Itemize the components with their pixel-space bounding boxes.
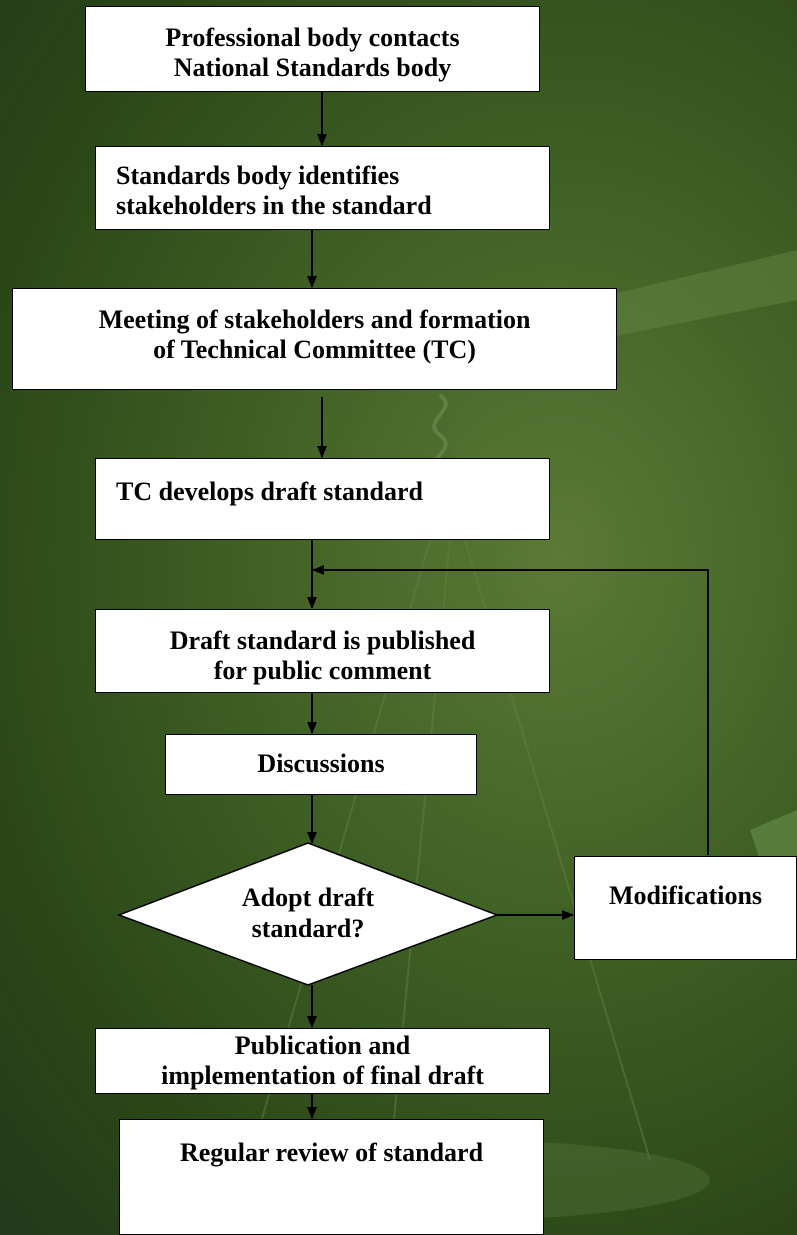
step-modifications: Modifications: [574, 856, 797, 960]
feedback-loop: [312, 565, 709, 855]
step-publish-comment: Draft standard is published for public c…: [95, 609, 550, 693]
step-identify-stakeholders: Standards body identifies stakeholders i…: [95, 146, 550, 230]
step-meeting-tc-line2: of Technical Committee (TC): [153, 335, 476, 364]
step-modifications-line1: Modifications: [608, 881, 763, 910]
decision-diamond: [116, 842, 500, 986]
step-review-line1: Regular review of standard: [179, 1138, 484, 1167]
step-professional-contact: Professional body contacts National Stan…: [85, 6, 540, 92]
step-identify-stakeholders-line1: Standards body identifies: [116, 161, 400, 190]
step-develop-draft: TC develops draft standard: [95, 458, 550, 540]
step-discussions: Discussions: [165, 734, 477, 795]
step-identify-stakeholders-line2: stakeholders in the standard: [116, 191, 432, 220]
decision-line1: Adopt draft: [241, 883, 375, 912]
step-publication-line1: Publication and: [234, 1031, 411, 1060]
decision-label: Adopt draft standard?: [218, 882, 398, 944]
step-professional-contact-line1: Professional body contacts: [165, 23, 460, 52]
step-review: Regular review of standard: [119, 1119, 544, 1235]
step-publication: Publication and implementation of final …: [95, 1028, 550, 1094]
step-publication-line2: implementation of final draft: [161, 1061, 484, 1090]
step-publish-comment-line2: for public comment: [213, 656, 432, 685]
step-professional-contact-line2: National Standards body: [173, 53, 452, 82]
step-discussions-line1: Discussions: [257, 749, 385, 778]
step-publish-comment-line1: Draft standard is published: [169, 626, 476, 655]
decision-line2: standard?: [251, 914, 365, 943]
step-meeting-tc: Meeting of stakeholders and formation of…: [12, 288, 617, 390]
step-meeting-tc-line1: Meeting of stakeholders and formation: [98, 305, 531, 334]
step-develop-draft-line1: TC develops draft standard: [116, 477, 423, 506]
